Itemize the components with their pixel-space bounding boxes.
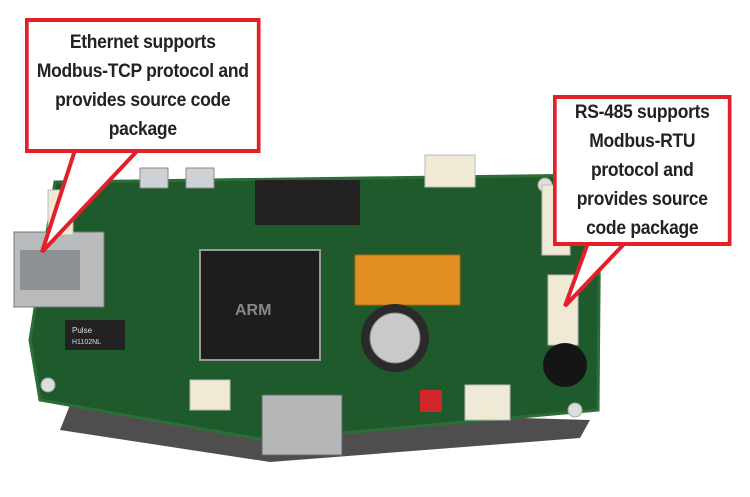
callout-line: provides source xyxy=(576,189,708,210)
cpu-marking: ARM xyxy=(235,302,271,319)
ethernet-callout: Ethernet supports Modbus-TCP protocol an… xyxy=(25,18,261,153)
callout-line: Modbus-RTU xyxy=(589,131,696,152)
sd-card-slot xyxy=(261,394,343,456)
callout-line: code package xyxy=(586,218,699,239)
ethernet-port xyxy=(20,250,80,290)
callout-line: Ethernet supports xyxy=(69,31,216,53)
connector xyxy=(189,379,231,411)
magnetics-part: H1102NL xyxy=(72,339,101,346)
callout-line: Modbus-TCP protocol and xyxy=(36,60,249,82)
buzzer xyxy=(543,343,587,387)
callout-line: protocol and xyxy=(590,160,694,181)
ram-chip xyxy=(255,180,360,225)
connector xyxy=(464,384,511,421)
jumper xyxy=(420,390,442,412)
mount-hole xyxy=(567,402,583,418)
usb-port xyxy=(139,167,169,189)
cpu-chip xyxy=(199,249,321,361)
connector xyxy=(424,154,476,188)
callout-line: provides source code xyxy=(55,89,231,111)
mount-hole xyxy=(40,377,56,393)
fpc-connector xyxy=(354,254,461,306)
coin-battery xyxy=(369,312,421,364)
rs485-callout: RS-485 supports Modbus-RTU protocol and … xyxy=(553,95,732,246)
callout-line: RS-485 supports xyxy=(574,102,710,123)
magnetics-brand: Pulse xyxy=(72,326,93,335)
usb-port xyxy=(185,167,215,189)
callout-line: package xyxy=(108,118,177,140)
magnetics-chip xyxy=(65,320,125,350)
